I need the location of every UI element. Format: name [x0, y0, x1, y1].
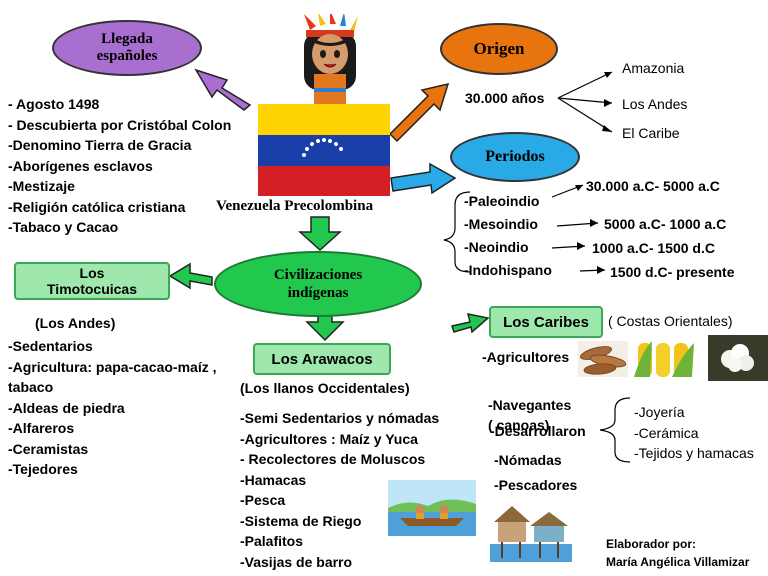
list-item: -Vasijas de barro — [240, 553, 353, 570]
list-item: -Semi Sedentarios y nómadas — [240, 410, 440, 426]
arawacos-list: -Semi Sedentarios y nómadas -Agricultore… — [240, 408, 439, 572]
list-item: -Sedentarios — [8, 338, 93, 354]
caribes-navegantes: -Navegantes ( canoas) — [488, 374, 571, 456]
arawacos-region: (Los llanos Occidentales) — [240, 380, 410, 396]
period-date: 1000 a.C- 1500 d.C — [592, 240, 715, 256]
caribes-developed-list: -Joyería -Cerámica -Tejidos y hamacas — [634, 402, 754, 464]
origen-oval: Origen — [440, 23, 558, 75]
origen-route: Los Andes — [622, 96, 688, 112]
period-date: 5000 a.C- 1000 a.C — [604, 216, 727, 232]
timotocuicas-list: -Sedentarios -Agricultura: papa-cacao-ma… — [8, 336, 217, 480]
arrow-to-llegada — [194, 68, 252, 111]
indigenous-girl-illustration — [304, 14, 358, 106]
list-item: -Ceramistas — [8, 440, 89, 457]
list-item: -Tejedores — [8, 461, 78, 477]
cotton-icon — [708, 335, 768, 381]
timotocuicas-region: (Los Andes) — [35, 315, 116, 331]
llegada-label: Llegada españoles — [96, 31, 158, 64]
venezuela-flag — [258, 104, 390, 196]
arrow-to-periodos — [390, 162, 457, 195]
caribes-pescadores: -Pescadores — [494, 477, 578, 493]
canoe-illustration — [388, 480, 476, 536]
arawacos-box: Los Arawacos — [253, 343, 391, 375]
arrow-to-caribes — [451, 313, 490, 334]
list-item: - Descubierta por Cristóbal Colon — [8, 116, 232, 133]
yuca-icon — [578, 341, 628, 377]
center-title: Venezuela Precolombina — [216, 198, 374, 214]
period-name: -Mesoindio — [464, 216, 538, 232]
arrow-to-civilizaciones — [298, 216, 342, 252]
list-item: - Recolectores de Moluscos — [240, 451, 426, 467]
list-item: -Aldeas de piedra — [8, 399, 125, 416]
list-item: -Agricultura: papa-cacao-maíz , — [8, 358, 217, 375]
origen-label: Origen — [473, 39, 525, 58]
list-item: -Tabaco y Cacao — [8, 219, 119, 235]
caribes-box: Los Caribes — [489, 306, 603, 338]
periodos-oval: Periodos — [450, 132, 580, 182]
credits-line1: Elaborador por: — [606, 537, 697, 551]
list-item: -Denomino Tierra de Gracia — [8, 137, 192, 153]
period-name: -Indohispano — [464, 262, 552, 278]
list-item: tabaco — [8, 379, 54, 395]
arawacos-label: Los Arawacos — [271, 350, 373, 368]
origen-route: El Caribe — [622, 125, 680, 141]
list-item: -Cerámica — [634, 424, 699, 441]
arrow-to-origen — [388, 82, 450, 143]
list-item: -Joyería — [634, 404, 685, 420]
caribes-desarrollaron: -Desarrollaron — [490, 423, 586, 439]
list-item: -Mestizaje — [8, 178, 75, 194]
caribes-navegantes-text: -Navegantes ( canoas) — [488, 396, 572, 434]
list-item: -Tejidos y hamacas — [634, 445, 754, 461]
caribes-agricultores: -Agricultores — [482, 349, 570, 365]
palafitos-illustration — [490, 506, 572, 562]
origen-years: 30.000 años — [465, 90, 545, 106]
list-item: -Aborígenes esclavos — [8, 157, 153, 174]
list-item: - Agosto 1498 — [8, 96, 100, 112]
arrow-to-timotocuicas — [168, 262, 213, 290]
llegada-oval: Llegada españoles — [52, 20, 202, 76]
list-item: -Alfareros — [8, 420, 75, 436]
caribes-region: ( Costas Orientales) — [608, 313, 733, 329]
timotocuicas-label: Los Timotocuicas — [47, 265, 137, 297]
star-arc-icon — [302, 138, 343, 157]
list-item: -Agricultores : Maíz y Yuca — [240, 430, 418, 447]
period-date: 1500 d.C- presente — [610, 264, 735, 280]
timotocuicas-box: Los Timotocuicas — [14, 262, 170, 300]
periodos-names: -Paleoindio -Mesoindio -Neoindio -Indohi… — [464, 190, 552, 282]
list-item: -Religión católica cristiana — [8, 198, 186, 215]
llegada-list: - Agosto 1498 - Descubierta por Cristóba… — [8, 94, 231, 238]
list-item: -Hamacas — [240, 471, 307, 488]
period-date: 30.000 a.C- 5000 a.C — [586, 178, 720, 194]
origen-route: Amazonia — [622, 60, 685, 76]
list-item: -Pesca — [240, 492, 286, 508]
credits-line2: María Angélica Villamizar — [606, 555, 750, 569]
period-name: -Paleoindio — [464, 193, 540, 209]
civilizaciones-label: Civilizaciones indígenas — [273, 267, 363, 301]
list-item: -Palafitos — [240, 533, 304, 549]
caribes-label: Los Caribes — [503, 313, 589, 331]
periodos-label: Periodos — [485, 148, 545, 165]
list-item: -Sistema de Riego — [240, 512, 362, 529]
civilizaciones-oval: Civilizaciones indígenas — [214, 251, 422, 317]
corn-icon — [632, 341, 696, 379]
period-name: -Neoindio — [464, 239, 529, 255]
caribes-nomadas: -Nómadas — [494, 452, 562, 468]
